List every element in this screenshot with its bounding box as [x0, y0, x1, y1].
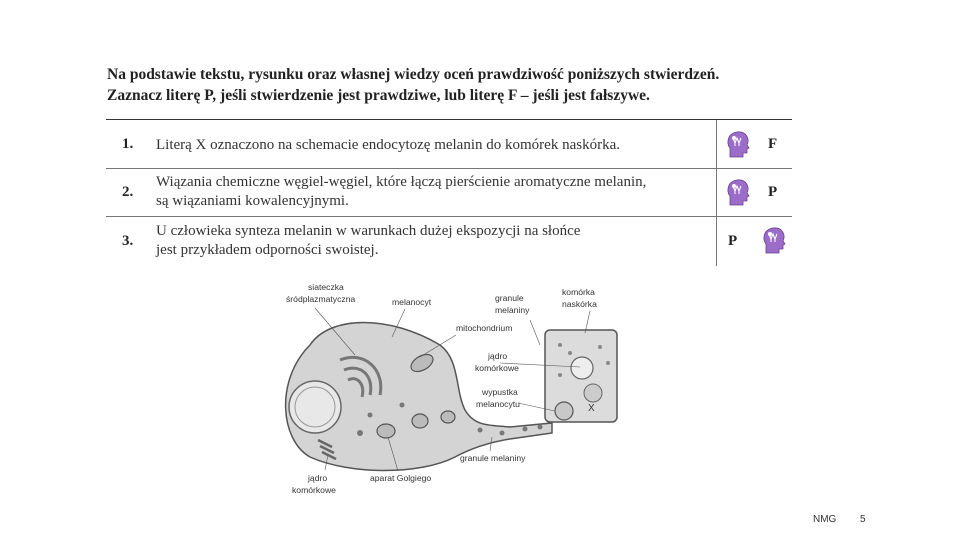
label-komorka-2: naskórka [562, 299, 597, 309]
statement-line-2: jest przykładem odporności swoistej. [156, 241, 580, 260]
statement-line-1: U człowieka synteza melanin w warunkach … [156, 222, 580, 241]
label-granule-bottom: granule melaniny [460, 453, 526, 463]
statement-text: Wiązania chemiczne węgiel-węgiel, które … [156, 173, 646, 211]
label-komorka-1: komórka [562, 287, 595, 297]
endocytosis-vesicle [555, 402, 573, 420]
answer-letter[interactable]: F [768, 136, 777, 153]
row-number: 3. [122, 233, 133, 250]
label-jadro-a-2: komórkowe [475, 363, 519, 373]
statement-text: U człowieka synteza melanin w warunkach … [156, 222, 580, 260]
head-icon [726, 178, 750, 206]
label-jadro-b-1: jądro [307, 473, 327, 483]
answer-letter[interactable]: P [728, 233, 737, 250]
mitochondrion [441, 411, 455, 423]
label-melanocyt: melanocyt [392, 297, 432, 307]
row-number: 2. [122, 184, 133, 201]
statement-line-2: są wiązaniami kowalencyjnymi. [156, 192, 646, 211]
row-number: 1. [122, 136, 133, 153]
statement-line-1: Wiązania chemiczne węgiel-węgiel, które … [156, 173, 646, 192]
label-wypustka-2: melanocytu [476, 399, 520, 409]
label-x: X [588, 403, 595, 414]
label-mitochondrium: mitochondrium [456, 323, 512, 333]
cell-nucleus [289, 381, 341, 433]
page-number: 5 [860, 514, 866, 525]
table-row: 2. Wiązania chemiczne węgiel-węgiel, któ… [106, 169, 792, 217]
instruction-line-1: Na podstawie tekstu, rysunku oraz własne… [107, 64, 807, 85]
instruction-line-2: Zaznacz literę P, jeśli stwierdzenie jes… [107, 85, 807, 106]
mitochondrion [377, 424, 395, 438]
true-false-table: 1. Literą X oznaczono na schemacie endoc… [106, 119, 792, 266]
label-siateczka-2: śródplazmatyczna [286, 294, 355, 304]
statement-text: Literą X oznaczono na schemacie endocyto… [156, 136, 620, 155]
head-icon [762, 226, 786, 254]
label-granule-2: melaniny [495, 305, 530, 315]
keratinocyte-nucleus [571, 357, 593, 379]
label-jadro-a-1: jądro [487, 351, 507, 361]
melanocyte-diagram: siateczka śródplazmatyczna melanocyt gra… [270, 275, 630, 505]
label-golgi: aparat Golgiego [370, 473, 431, 483]
label-siateczka-1: siateczka [308, 282, 344, 292]
label-wypustka-1: wypustka [481, 387, 518, 397]
answer-letter[interactable]: P [768, 184, 777, 201]
footer-author: NMG [813, 514, 836, 525]
mitochondrion [412, 414, 428, 428]
table-row: 1. Literą X oznaczono na schemacie endoc… [106, 120, 792, 169]
label-granule-1: granule [495, 293, 524, 303]
label-jadro-b-2: komórkowe [292, 485, 336, 495]
task-instruction: Na podstawie tekstu, rysunku oraz własne… [107, 64, 807, 106]
table-row: 3. U człowieka synteza melanin w warunka… [106, 217, 792, 266]
head-icon [726, 130, 750, 158]
